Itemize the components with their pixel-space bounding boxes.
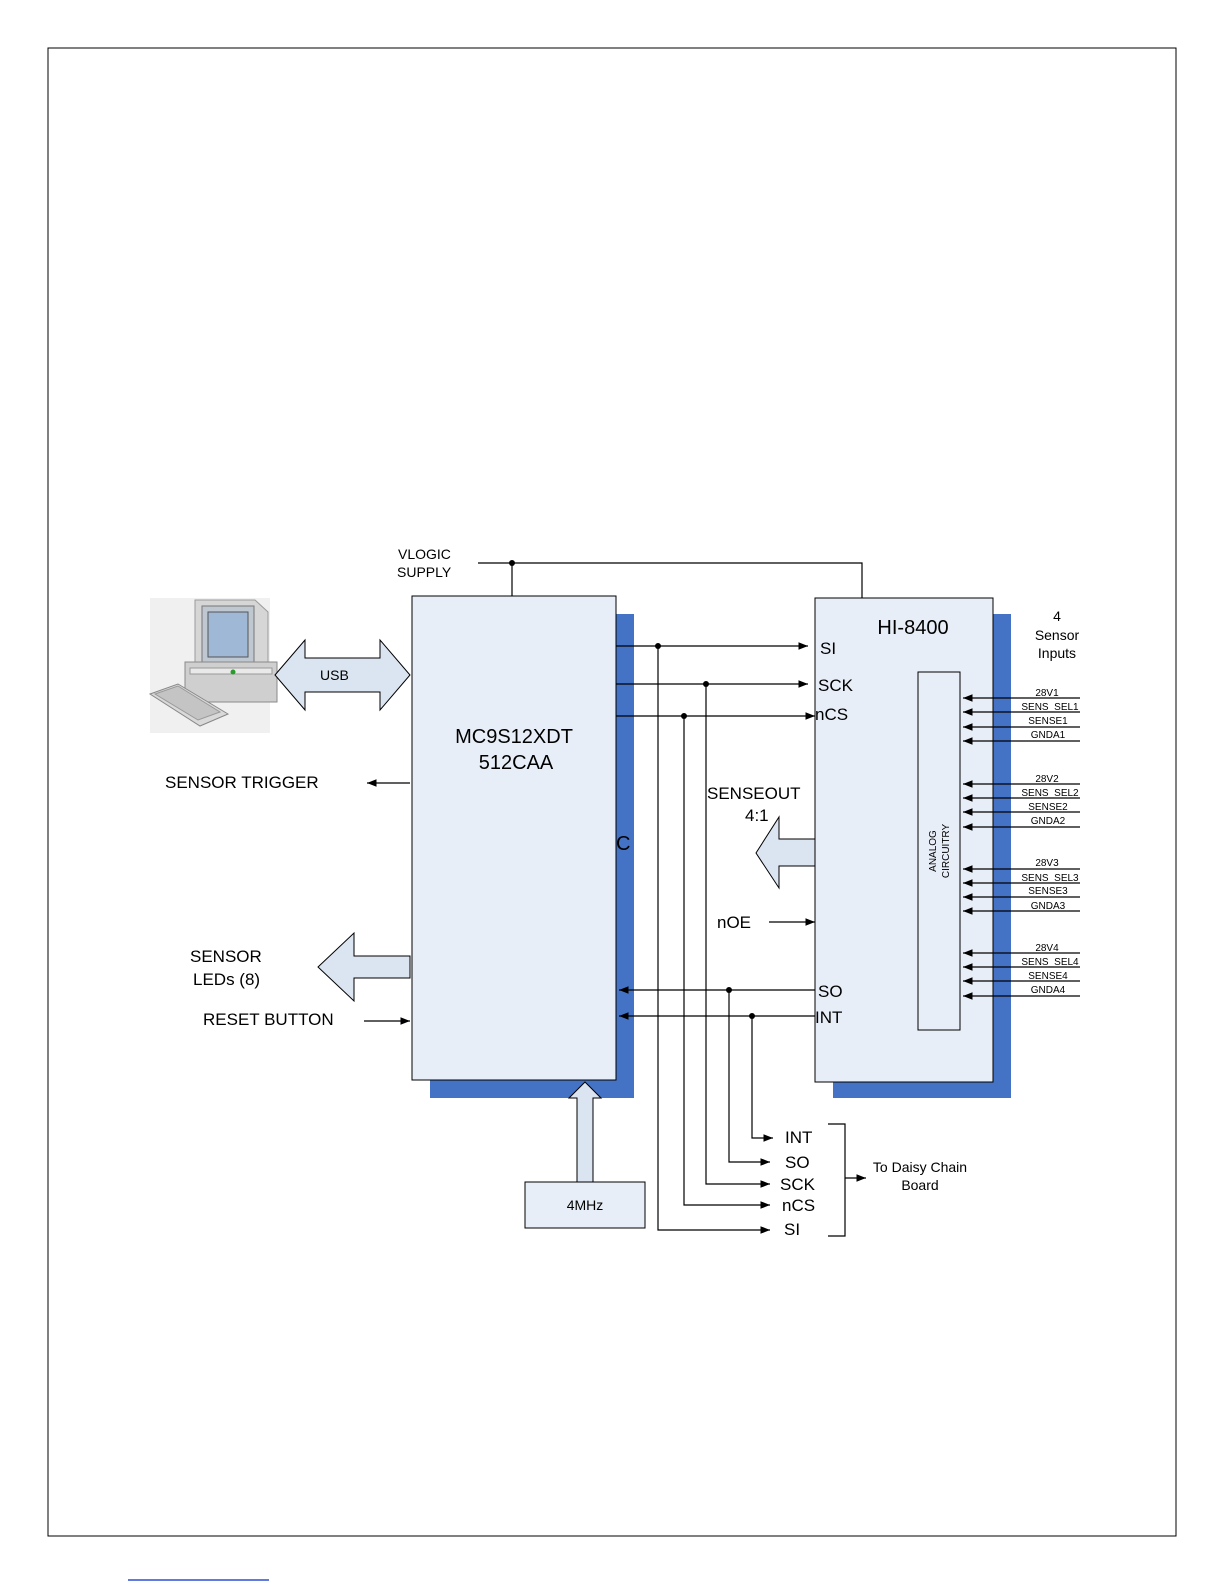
vlogic-supply-line xyxy=(478,562,863,598)
sensor-input-28v2: 28V2 xyxy=(1035,774,1059,785)
daisy-si-label: SI xyxy=(784,1220,800,1239)
noe-label: nOE xyxy=(717,913,751,932)
sensor-input-sens-sel2: SENS_SEL2 xyxy=(1021,788,1079,799)
senseout-arrow xyxy=(755,815,816,890)
pin-so-label: SO xyxy=(818,982,843,1001)
sensor-input-28v3: 28V3 xyxy=(1035,858,1059,869)
oscillator-box xyxy=(524,1181,646,1229)
desktop-computer-icon xyxy=(148,598,278,733)
reset-button-label: RESET BUTTON xyxy=(203,1010,334,1029)
spi-bus-junctions xyxy=(655,643,755,1019)
hi8400-chip xyxy=(814,597,994,1083)
sensor-input-sense4: SENSE4 xyxy=(1028,971,1068,982)
sensor-group-3: 28V3 SENS_SEL3 SENSE3 GNDA3 xyxy=(963,858,1080,915)
sensor-input-gnda2: GNDA2 xyxy=(1031,816,1066,827)
hi8400-title: HI-8400 xyxy=(877,617,948,639)
pin-sck-label: SCK xyxy=(818,676,854,695)
sensor-input-sense2: SENSE2 xyxy=(1028,802,1068,813)
analog-circuitry-box xyxy=(917,671,961,1031)
mcu-overlap-char: C xyxy=(616,833,630,855)
daisy-chain-bracket xyxy=(828,1123,846,1237)
daisy-int-label: INT xyxy=(785,1128,812,1147)
sensor-inputs-line2: Sensor xyxy=(1035,627,1080,643)
sensor-leds-label-1: SENSOR xyxy=(190,947,262,966)
sensor-input-sens-sel4: SENS_SEL4 xyxy=(1021,957,1079,968)
sensor-input-gnda1: GNDA1 xyxy=(1031,730,1066,741)
sensor-inputs-line1: 4 xyxy=(1053,608,1061,624)
sensor-input-sense3: SENSE3 xyxy=(1028,886,1068,897)
senseout-label-2: 4:1 xyxy=(745,806,769,825)
sensor-leds-arrow xyxy=(317,931,411,1003)
analog-label-2: CIRCUITRY xyxy=(941,824,952,879)
pin-ncs-label: nCS xyxy=(815,705,848,724)
daisy-chain-label-1: To Daisy Chain xyxy=(873,1159,967,1175)
sensor-input-sens-sel1: SENS_SEL1 xyxy=(1021,702,1079,713)
pin-int-label: INT xyxy=(815,1008,842,1027)
sensor-input-gnda3: GNDA3 xyxy=(1031,901,1066,912)
clock-arrow xyxy=(567,1081,603,1183)
sensor-input-gnda4: GNDA4 xyxy=(1031,985,1066,996)
usb-arrow xyxy=(274,638,411,712)
sensor-input-sense1: SENSE1 xyxy=(1028,716,1068,727)
sensor-trigger-label: SENSOR TRIGGER xyxy=(165,773,319,792)
analog-label-1: ANALOG xyxy=(928,830,939,872)
daisy-sck-label: SCK xyxy=(780,1175,816,1194)
usb-label: USB xyxy=(320,667,349,683)
supply-label: SUPPLY xyxy=(397,564,452,580)
daisy-so-label: SO xyxy=(785,1153,810,1172)
sensor-input-28v4: 28V4 xyxy=(1035,943,1059,954)
mcu-name-line1: MC9S12XDT xyxy=(455,726,573,748)
sensor-group-4: 28V4 SENS_SEL4 SENSE4 GNDA4 xyxy=(963,943,1080,1000)
mcu-chip xyxy=(411,595,617,1081)
page-border xyxy=(47,47,1177,1537)
senseout-label-1: SENSEOUT xyxy=(707,784,801,803)
pin-si-label: SI xyxy=(820,639,836,658)
sensor-leds-label-2: LEDs (8) xyxy=(193,970,260,989)
sensor-input-28v1: 28V1 xyxy=(1035,688,1059,699)
sensor-group-2: 28V2 SENS_SEL2 SENSE2 GNDA2 xyxy=(963,774,1080,831)
vlogic-label: VLOGIC xyxy=(398,546,451,562)
sensor-group-1: 28V1 SENS_SEL1 SENSE1 GNDA1 xyxy=(963,688,1080,745)
spi-bus-wires xyxy=(616,642,815,1234)
sensor-input-sens-sel3: SENS_SEL3 xyxy=(1021,873,1079,884)
mcu-name-line2: 512CAA xyxy=(479,752,554,774)
oscillator-label: 4MHz xyxy=(567,1197,604,1213)
daisy-chain-label-2: Board xyxy=(901,1177,938,1193)
sensor-inputs-line3: Inputs xyxy=(1038,645,1076,661)
vlogic-junction xyxy=(509,560,515,566)
daisy-ncs-label: nCS xyxy=(782,1196,815,1215)
